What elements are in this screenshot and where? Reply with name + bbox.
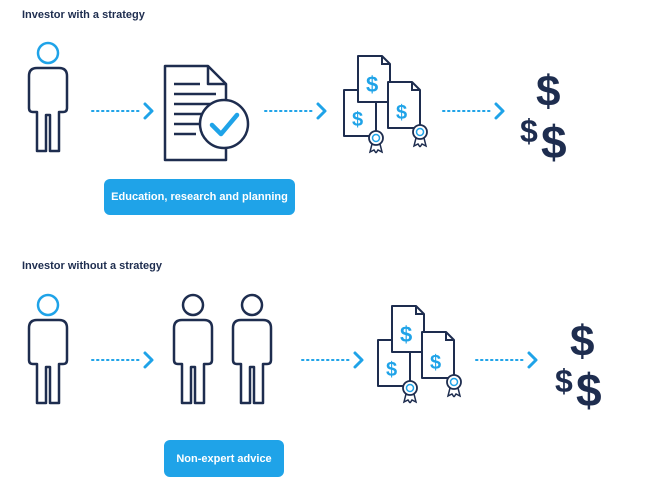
row2-heading: Investor without a strategy [22, 260, 162, 272]
row2-investor-person-icon [27, 293, 69, 405]
svg-text:$: $ [541, 116, 567, 168]
education-research-planning-label: Education, research and planning [104, 179, 295, 215]
svg-text:$: $ [576, 364, 602, 416]
row2-arrow-2-icon [300, 351, 364, 369]
svg-text:$: $ [520, 113, 538, 149]
row1-arrow-3-icon [441, 102, 505, 120]
row2-certificates-icon [378, 306, 461, 403]
row1-arrow-2-icon [263, 102, 327, 120]
svg-text:$: $ [555, 363, 573, 399]
row1-money-dollars-icon: $ $ $ [520, 67, 567, 168]
svg-text:$: $ [570, 317, 594, 366]
non-expert-advice-label: Non-expert advice [164, 440, 284, 477]
row2-money-dollars-icon: $ $ $ [555, 317, 602, 416]
row1-heading: Investor with a strategy [22, 9, 145, 21]
row2-arrow-1-icon [90, 351, 154, 369]
advisors-people-icon [172, 293, 273, 405]
row1-arrow-1-icon [90, 102, 154, 120]
row2-arrow-3-icon [474, 351, 538, 369]
document-check-icon [163, 64, 250, 162]
row1-investor-person-icon [27, 41, 69, 153]
row1-certificates-icon [344, 56, 427, 153]
svg-text:$: $ [536, 67, 560, 116]
